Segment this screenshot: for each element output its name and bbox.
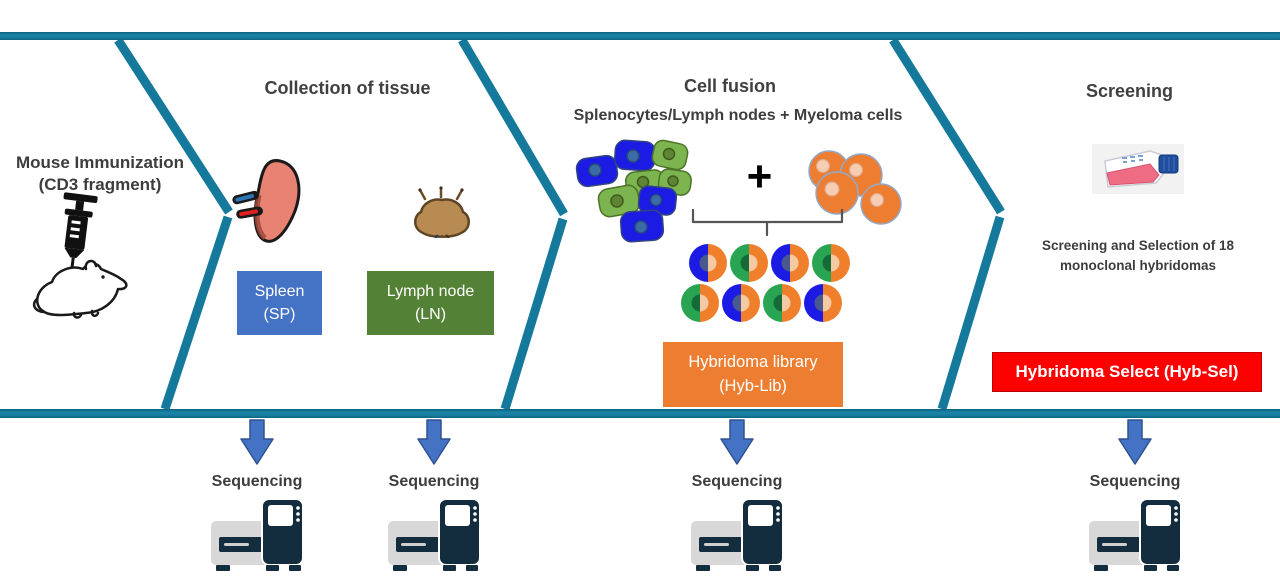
- down-arrow-icon: [417, 419, 451, 465]
- hybridoma-nucleus: [814, 294, 832, 312]
- sequencing-column-3: Sequencing: [662, 419, 812, 572]
- hybridoma-nucleus: [781, 254, 799, 272]
- library-label-line1: Hybridoma library: [688, 352, 818, 371]
- hybridoma-cell: [812, 244, 850, 282]
- hybridoma-cell: [681, 284, 719, 322]
- stage1-label-line2: (CD3 fragment): [38, 175, 162, 195]
- hybridoma-grid: [681, 244, 850, 322]
- stage4-title: Screening: [1085, 81, 1174, 101]
- stage2-title: Collection of tissue: [264, 78, 431, 98]
- hybridoma-nucleus: [773, 294, 791, 312]
- mouse-syringe-icon: [32, 192, 128, 319]
- sequencing-label: Sequencing: [691, 473, 783, 490]
- spleen-icon: [232, 159, 301, 243]
- spleen-label-box: Spleen (SP): [237, 271, 322, 335]
- sequencer-icon: [210, 498, 304, 571]
- sequencing-label: Sequencing: [388, 473, 480, 490]
- stage1-label-line1: Mouse Immunization: [15, 153, 185, 172]
- stage3-title: Cell fusion: [683, 76, 776, 96]
- hybridoma-nucleus: [822, 254, 840, 272]
- sequencing-column-1: Sequencing: [182, 419, 332, 572]
- hybridoma-nucleus: [732, 294, 750, 312]
- splenocyte-cluster-icon: [575, 139, 692, 243]
- sequencing-label: Sequencing: [1089, 473, 1181, 490]
- hybridoma-library-box: Hybridoma library (Hyb-Lib): [663, 342, 843, 407]
- sequencing-label: Sequencing: [211, 473, 303, 490]
- lymph-node-icon: [414, 186, 470, 238]
- sequencer-icon: [1088, 498, 1182, 571]
- hybridoma-cell: [730, 244, 768, 282]
- hybridoma-select-box: Hybridoma Select (Hyb-Sel): [992, 352, 1262, 392]
- hybridoma-nucleus: [699, 254, 717, 272]
- spleen-label-line2: (SP): [263, 306, 296, 323]
- plus-sign: +: [746, 152, 773, 201]
- sequencing-column-2: Sequencing: [359, 419, 509, 572]
- hybridoma-cell: [722, 284, 760, 322]
- sequencer-icon: [387, 498, 481, 571]
- hybridoma-cell: [763, 284, 801, 322]
- sequencer-icon: [690, 498, 784, 571]
- sequencing-column-4: Sequencing: [1060, 419, 1210, 572]
- stage3-subtitle: Splenocytes/Lymph nodes + Myeloma cells: [573, 107, 903, 124]
- screening-caption: Screening and Selection of 18 monoclonal…: [1008, 236, 1268, 277]
- hybridoma-nucleus: [740, 254, 758, 272]
- lymph-label-line1: Lymph node: [386, 282, 475, 300]
- stage1-label: Mouse Immunization (CD3 fragment): [2, 152, 198, 196]
- screening-caption-line2: monoclonal hybridomas: [1059, 258, 1217, 274]
- screening-caption-line1: Screening and Selection of 18: [1041, 238, 1235, 253]
- down-arrow-icon: [1118, 419, 1152, 465]
- culture-flask-icon: [1092, 144, 1184, 194]
- timeline-bar-bottom: [0, 409, 1280, 418]
- lymph-label-line2: (LN): [414, 306, 447, 323]
- spleen-label-line1: Spleen: [254, 282, 305, 300]
- syringe-icon: [63, 192, 98, 279]
- brace-icon: [691, 209, 844, 237]
- down-arrow-icon: [720, 419, 754, 465]
- down-arrow-icon: [240, 419, 274, 465]
- library-label-line2: (Hyb-Lib): [719, 376, 787, 395]
- mouse-icon: [32, 259, 128, 319]
- select-label: Hybridoma Select (Hyb-Sel): [1015, 361, 1239, 381]
- hybridoma-row-1: [689, 244, 850, 282]
- hybridoma-cell: [804, 284, 842, 322]
- hybridoma-row-2: [681, 284, 850, 322]
- myeloma-cluster-icon: [808, 150, 902, 225]
- timeline-bar-top: [0, 32, 1280, 40]
- hybridoma-cell: [771, 244, 809, 282]
- hybridoma-cell: [689, 244, 727, 282]
- hybridoma-nucleus: [691, 294, 709, 312]
- lymph-label-box: Lymph node (LN): [367, 271, 494, 335]
